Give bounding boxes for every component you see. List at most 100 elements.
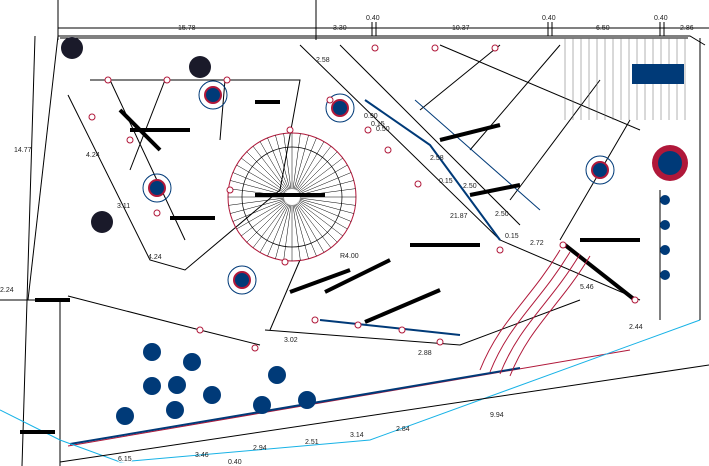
- columns: [88, 44, 639, 352]
- dim-label: 3.11: [117, 203, 130, 210]
- planter-icon: [331, 99, 349, 117]
- planter-icon: [591, 161, 609, 179]
- stair-tread: [252, 203, 288, 248]
- stair-tread: [299, 180, 354, 196]
- car-icon: [632, 64, 684, 84]
- table-icon: [166, 401, 184, 419]
- column-marker: [398, 326, 406, 334]
- column-marker: [559, 241, 567, 249]
- dim-label: 14.77: [14, 147, 32, 154]
- display-bar: [469, 183, 521, 197]
- dim-label: 0.15: [371, 121, 385, 128]
- column-marker: [371, 44, 379, 52]
- column-marker: [126, 136, 134, 144]
- column-marker: [251, 344, 259, 352]
- table-icon: [268, 366, 286, 384]
- planter-icon: [204, 86, 222, 104]
- dim-label: 0.15: [505, 233, 519, 240]
- stair-tread: [283, 133, 292, 190]
- stair-tread: [293, 135, 309, 190]
- interior-walls: [67, 44, 661, 346]
- column-marker: [496, 246, 504, 254]
- stair-tread: [292, 133, 301, 190]
- column-marker: [491, 44, 499, 52]
- outer-walls: [0, 35, 709, 466]
- column-marker: [431, 44, 439, 52]
- stair-tread: [294, 204, 317, 257]
- dimension-labels: 14.77 2.24 4.24 3.11 4.24 2.58 0.90 0.15…: [0, 57, 643, 466]
- column-marker: [88, 113, 96, 121]
- dim-label: 5.46: [580, 284, 594, 291]
- column-marker: [364, 126, 372, 134]
- table-icon: [143, 377, 161, 395]
- stair-tread: [299, 199, 352, 222]
- column-marker: [436, 338, 444, 346]
- stair-tread: [283, 204, 292, 261]
- stair-tread: [230, 198, 285, 214]
- stair-tread: [232, 199, 285, 222]
- column-marker: [281, 258, 289, 266]
- top-dimension-line: 15.78 3.30 0.40 10.37 0.40 6.50 0.40 2.8…: [57, 0, 709, 40]
- planter-icon: [325, 93, 355, 123]
- bollard-icon: [660, 245, 670, 255]
- dim-label: 10.37: [452, 25, 470, 32]
- stair-tread: [299, 198, 354, 214]
- column-marker: [384, 146, 392, 154]
- planter-icon: [233, 271, 251, 289]
- display-bar: [289, 268, 351, 294]
- table-icon: [168, 376, 186, 394]
- column-marker: [153, 209, 161, 217]
- stair-tread: [297, 202, 338, 243]
- column-marker: [631, 296, 639, 304]
- tree-icon: [658, 151, 682, 175]
- stair-tread: [241, 157, 286, 193]
- stair-tread: [241, 201, 286, 237]
- dim-label: 2.72: [530, 240, 544, 247]
- dim-label: 15.78: [178, 25, 196, 32]
- dim-label: 3.30: [333, 25, 347, 32]
- dim-label: 4.24: [86, 152, 100, 159]
- radius-label: R4.00: [340, 253, 359, 260]
- table-icon: [298, 391, 316, 409]
- stair-tread: [292, 204, 301, 261]
- dim-label: 0.40: [654, 15, 668, 22]
- stair-tread: [296, 146, 332, 191]
- dim-label: 2.50: [495, 211, 509, 218]
- column-marker: [354, 321, 362, 329]
- stair-tread: [294, 137, 317, 190]
- stair-tread: [236, 164, 286, 194]
- stair-tread: [298, 200, 348, 230]
- display-bar: [324, 258, 391, 294]
- dim-label: 6.50: [596, 25, 610, 32]
- stair-tread: [252, 146, 288, 191]
- stair-tread: [275, 204, 291, 259]
- dim-label: 2.44: [629, 324, 643, 331]
- column-marker: [163, 76, 171, 84]
- stair-tread: [299, 197, 356, 206]
- stair-tread: [298, 201, 343, 237]
- stair-tread: [259, 141, 289, 191]
- table-icon: [143, 343, 161, 361]
- stair-tread: [298, 164, 348, 194]
- table-icon: [183, 353, 201, 371]
- column-marker: [326, 96, 334, 104]
- fountain-icon: [189, 56, 211, 78]
- stair-tread: [293, 204, 309, 259]
- dim-label: 0.40: [366, 15, 380, 22]
- dim-label: 2.94: [253, 445, 267, 452]
- planter-icon: [198, 80, 228, 110]
- stair-tread: [246, 202, 287, 243]
- dim-label: 0.15: [439, 178, 453, 185]
- table-icon: [253, 396, 271, 414]
- stair-tread: [232, 172, 285, 195]
- ramp: [479, 249, 591, 377]
- stair-tread: [267, 204, 290, 257]
- stair-tread: [295, 141, 325, 191]
- stair-tread: [296, 203, 332, 248]
- dim-label: 2.84: [396, 426, 410, 433]
- fountain-icon: [61, 37, 83, 59]
- dim-label: 2.58: [430, 155, 444, 162]
- column-marker: [104, 76, 112, 84]
- dim-label: 3.14: [350, 432, 364, 439]
- dim-label: 2.50: [463, 183, 477, 190]
